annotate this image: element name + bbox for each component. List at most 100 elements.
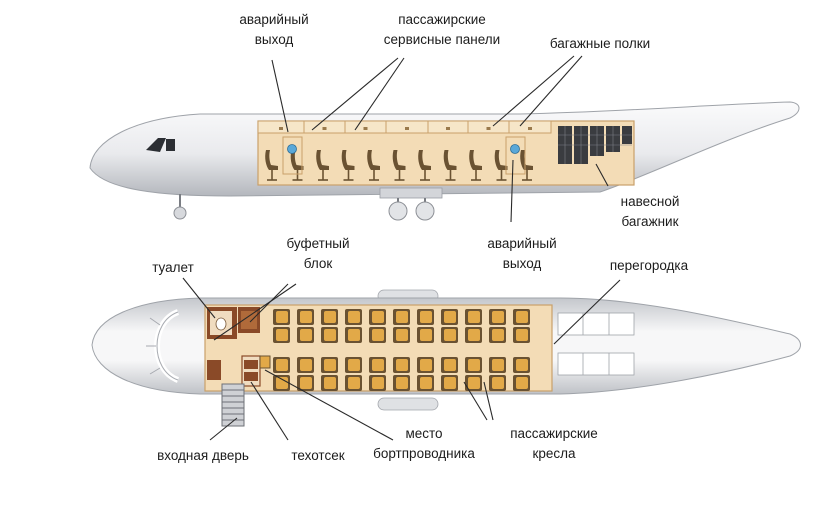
label-line: входная дверь <box>157 448 249 463</box>
passenger-seat <box>513 375 530 391</box>
passenger-seat <box>321 327 338 343</box>
passenger-seat <box>345 357 362 373</box>
main-gear <box>379 187 443 221</box>
passenger-seat <box>513 357 530 373</box>
passenger-seat <box>465 375 482 391</box>
label-line: навесной <box>620 194 680 209</box>
label-buffet: буфетный блок <box>268 234 368 274</box>
label-line: буфетный <box>286 236 350 251</box>
label-line: выход <box>502 256 542 271</box>
passenger-seat <box>321 309 338 325</box>
label-line: багажные полки <box>549 36 651 51</box>
label-tech-compartment: техотсек <box>280 446 356 466</box>
tech-compartment <box>241 355 261 387</box>
label-passenger-service-panels: пассажирские сервисные панели <box>366 10 518 50</box>
passenger-seat <box>441 327 458 343</box>
side-seat <box>341 150 355 181</box>
label-line: место <box>405 426 443 441</box>
label-line: техотсек <box>291 448 345 463</box>
passenger-seat <box>369 309 386 325</box>
label-passenger-seats: пассажирские кресла <box>492 424 616 464</box>
label-cargo-rack: навесной багажник <box>600 192 700 232</box>
cockpit-window <box>146 138 166 152</box>
passenger-seat <box>297 357 314 373</box>
engine-nacelle-bottom <box>377 397 439 411</box>
side-seat <box>367 150 380 181</box>
service-panel <box>486 127 491 130</box>
side-seat <box>443 150 457 181</box>
passenger-seat <box>417 309 434 325</box>
passenger-seat <box>393 357 410 373</box>
service-panel <box>322 127 327 130</box>
label-line: туалет <box>152 260 194 275</box>
label-line: выход <box>254 32 294 47</box>
label-line: кресла <box>532 446 576 461</box>
label-attendant-seat: место бортпроводника <box>362 424 486 464</box>
label-emergency-exit-mid: аварийный выход <box>472 234 572 274</box>
passenger-seat <box>297 327 314 343</box>
passenger-seat <box>417 327 434 343</box>
label-line: блок <box>303 256 333 271</box>
side-seat <box>265 150 278 181</box>
leader-lines <box>182 55 621 441</box>
side-view <box>89 101 800 221</box>
top-seats <box>273 309 530 391</box>
passenger-seat <box>345 327 362 343</box>
buffet-unit <box>207 307 260 380</box>
passenger-seat <box>417 375 434 391</box>
cargo-rack <box>558 126 632 164</box>
top-view <box>91 289 801 427</box>
label-line: багажник <box>621 214 679 229</box>
emergency-exit-door-front <box>282 136 303 175</box>
label-line: перегородка <box>609 258 689 273</box>
entry-stairs <box>221 383 245 427</box>
passenger-seat <box>417 357 434 373</box>
side-seat <box>418 150 431 181</box>
label-line: аварийный <box>239 12 309 27</box>
service-panel <box>446 127 450 130</box>
passenger-seat <box>273 357 290 373</box>
label-line: аварийный <box>487 236 557 251</box>
rear-partition <box>557 312 635 376</box>
side-seat <box>494 150 508 181</box>
side-seats <box>265 150 533 181</box>
passenger-seat <box>489 309 506 325</box>
side-seat <box>392 150 406 181</box>
luggage-bins <box>257 120 552 134</box>
cockpit-window <box>166 139 175 151</box>
label-entry-door: входная дверь <box>140 446 266 466</box>
service-panel <box>528 127 532 130</box>
label-line: пассажирские <box>398 12 486 27</box>
label-emergency-exit-top: аварийный выход <box>218 10 330 50</box>
passenger-seat <box>369 327 386 343</box>
passenger-seat <box>489 357 506 373</box>
passenger-seat <box>393 309 410 325</box>
label-line: пассажирские <box>510 426 598 441</box>
cockpit-frame-top <box>156 311 179 381</box>
passenger-seat <box>441 375 458 391</box>
service-panel <box>405 127 409 130</box>
passenger-seat <box>345 375 362 391</box>
passenger-seat <box>465 357 482 373</box>
passenger-seat <box>369 375 386 391</box>
side-seat <box>520 150 533 181</box>
passenger-seat <box>321 375 338 391</box>
label-luggage-racks: багажные полки <box>534 34 666 54</box>
service-panel <box>279 127 283 130</box>
emergency-exit-window-rear <box>510 144 520 154</box>
toilet-unit <box>207 307 237 339</box>
passenger-seat <box>273 327 290 343</box>
emergency-exit-window-front <box>287 144 297 154</box>
attendant-seat <box>259 355 271 369</box>
passenger-seat <box>489 375 506 391</box>
passenger-seat <box>465 309 482 325</box>
passenger-seat <box>513 309 530 325</box>
side-seat <box>290 150 304 181</box>
passenger-seat <box>393 327 410 343</box>
passenger-seat <box>345 309 362 325</box>
passenger-seat <box>321 357 338 373</box>
label-line: сервисные панели <box>383 32 501 47</box>
passenger-seat <box>369 357 386 373</box>
